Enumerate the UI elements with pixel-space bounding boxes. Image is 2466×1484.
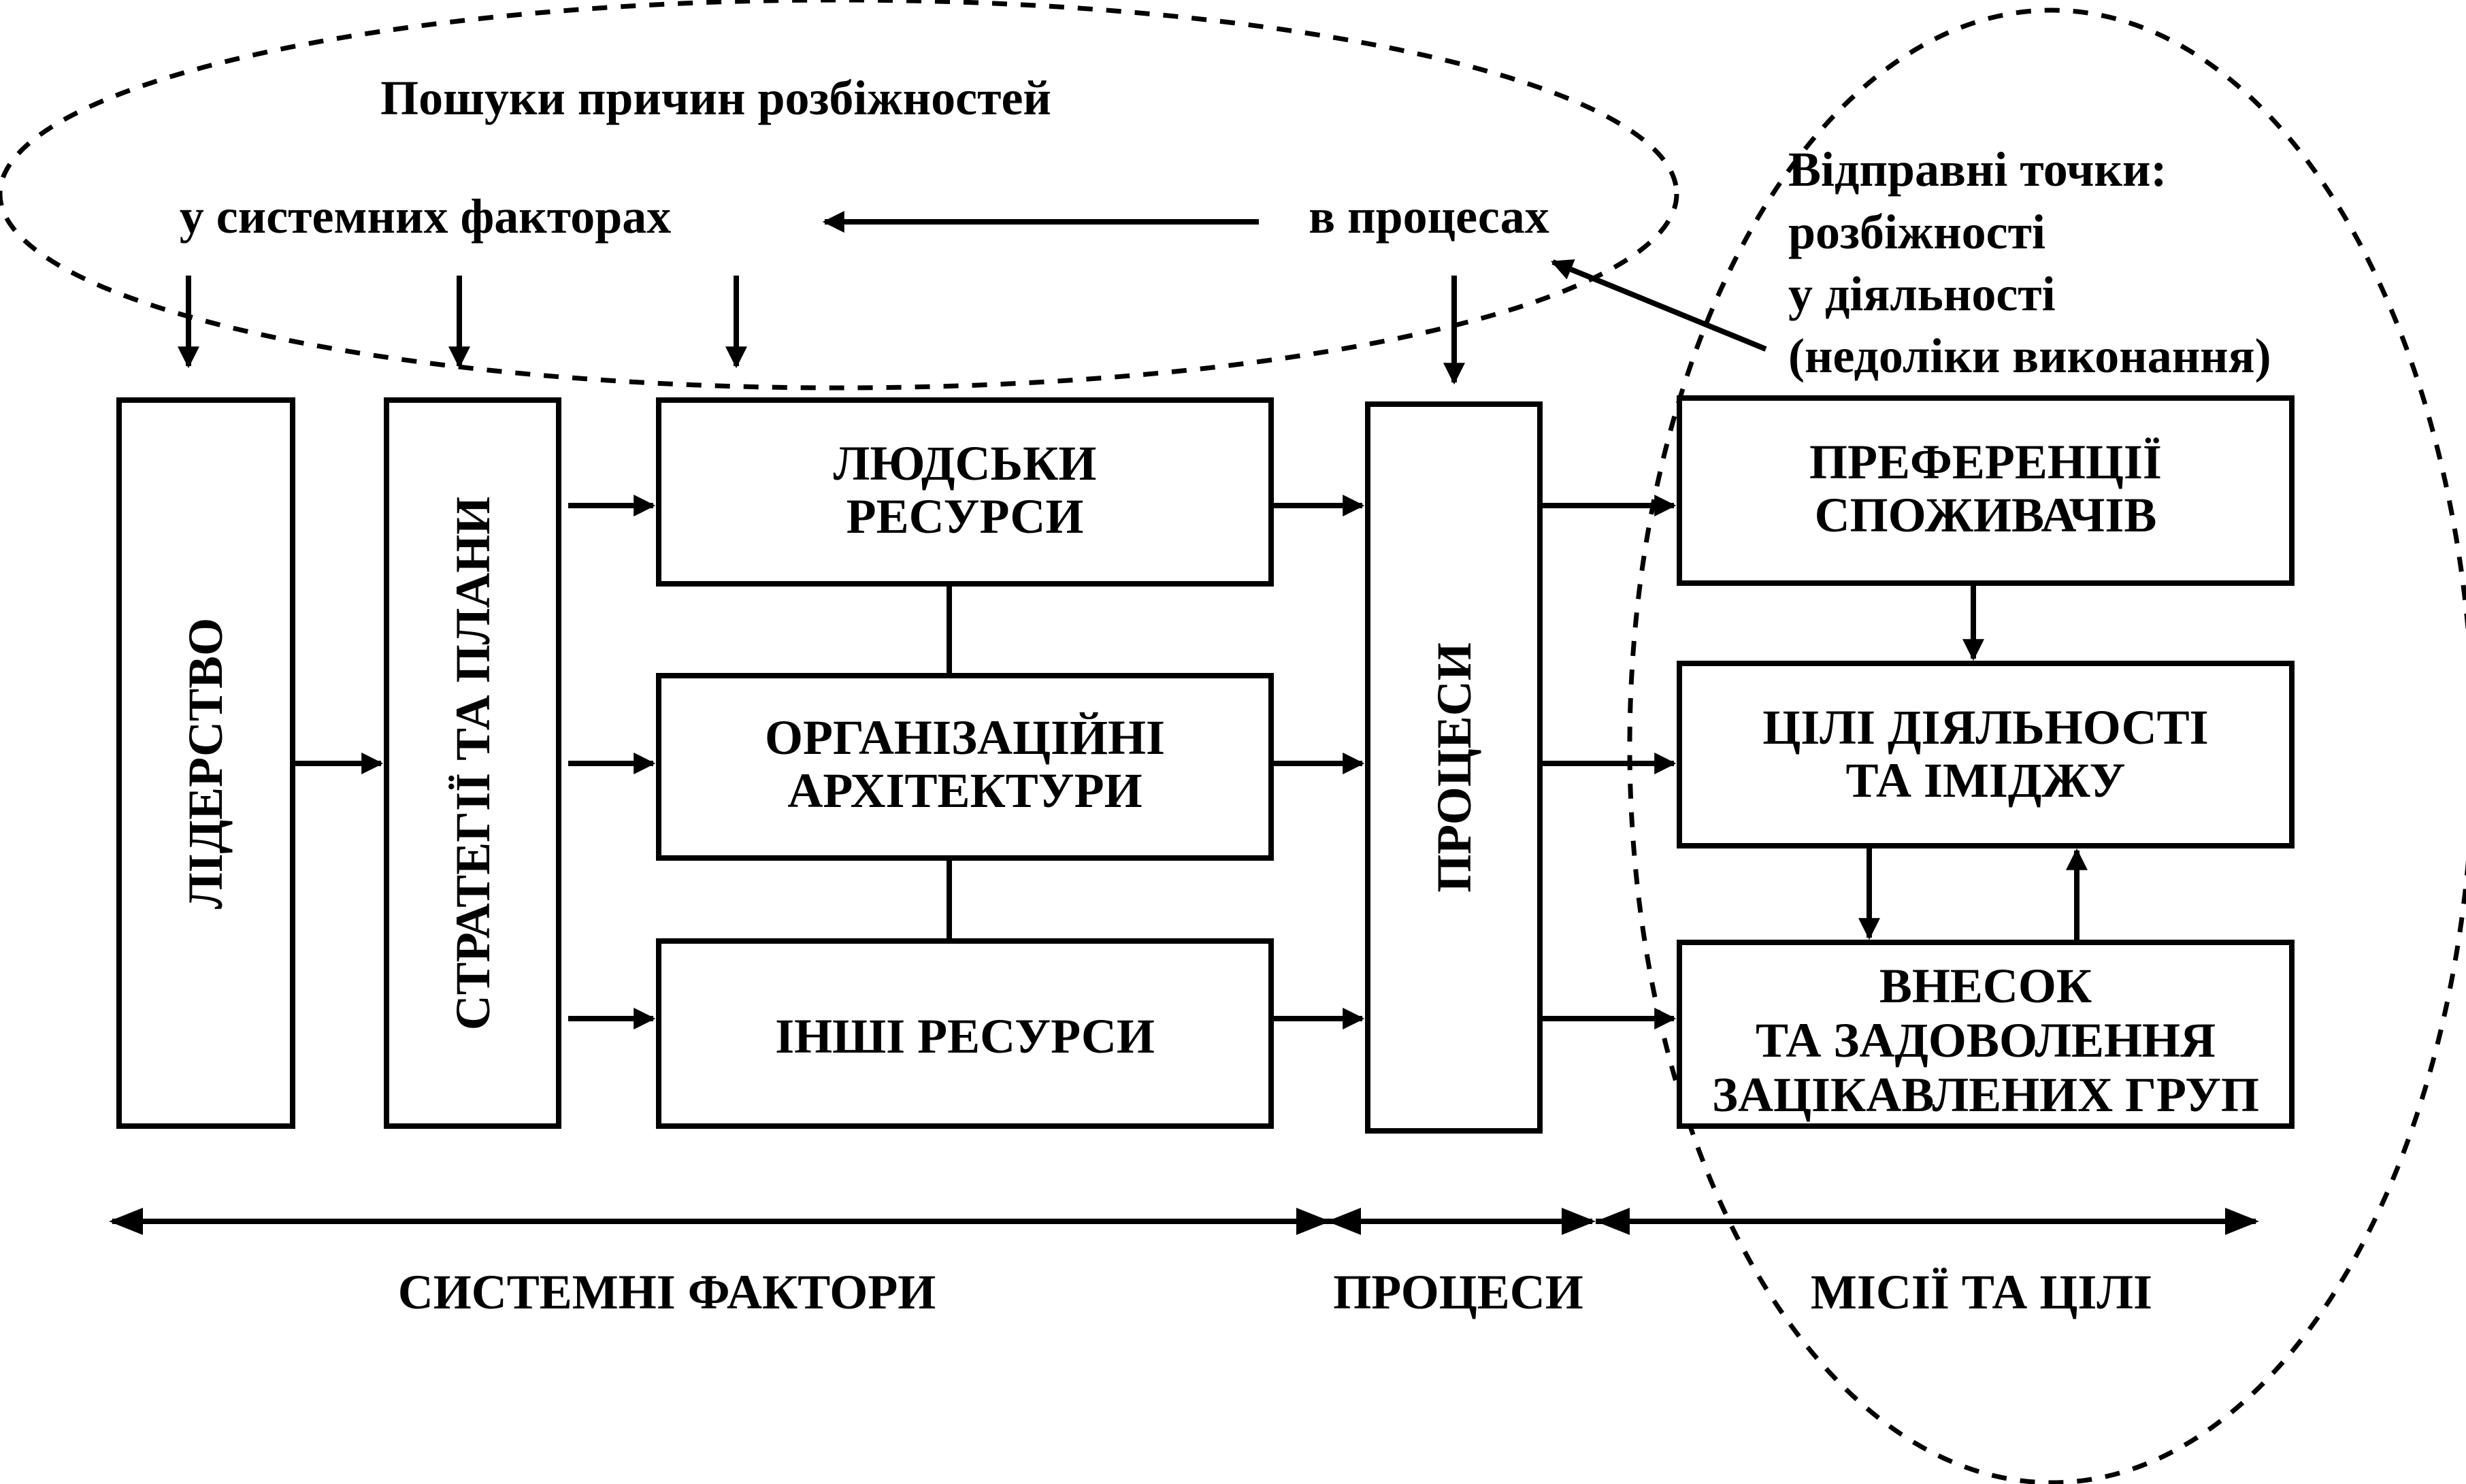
search-causes-ellipse	[0, 0, 1679, 391]
span-arrowhead	[1596, 1208, 1630, 1235]
starting-points-ellipse	[1627, 7, 2466, 1484]
systemic-factors-section-label: СИСТЕМНІ ФАКТОРИ	[398, 1265, 936, 1319]
goals-image-box	[1677, 661, 2295, 848]
search-title: Пошуки причин розбіжностей	[380, 71, 1051, 125]
org-architecture-label: АРХІТЕКТУРИ	[787, 763, 1142, 818]
org-architecture-label: ОРГАНІЗАЦІЙНІ	[765, 710, 1165, 765]
starting-points-line: у діяльності	[1788, 267, 2056, 321]
stakeholders-label: ВНЕСОК	[1879, 959, 2092, 1013]
processes-label: ПРОЦЕСИ	[1427, 642, 1481, 893]
org-architecture-box	[656, 673, 1274, 861]
span-arrowhead	[1562, 1208, 1596, 1235]
processes-box	[1365, 401, 1543, 1134]
customer-preferences-box	[1677, 395, 2295, 586]
systemic-factors-search-label: у системних факторах	[180, 189, 672, 244]
span-arrowhead	[1327, 1208, 1361, 1235]
missions-goals-section-label: МІСІЇ ТА ЦІЛІ	[1811, 1265, 2152, 1319]
processes-section-label: ПРОЦЕСИ	[1333, 1265, 1583, 1319]
stakeholders-label: ЗАЦІКАВЛЕНИХ ГРУП	[1712, 1068, 2259, 1122]
span-arrowhead	[1296, 1208, 1330, 1235]
human-resources-label: РЕСУРСИ	[846, 489, 1084, 544]
performance-gap-arrow	[1551, 259, 1767, 352]
customer-preferences-label: СПОЖИВАЧІВ	[1815, 488, 2157, 542]
human-resources-box	[656, 397, 1274, 587]
leadership-label: ЛІДЕРСТВО	[178, 618, 233, 909]
stakeholders-label: ТА ЗАДОВОЛЕННЯ	[1756, 1013, 2216, 1068]
customer-preferences-label: ПРЕФЕРЕНЦІЇ	[1809, 435, 2162, 489]
goals-image-label: ЦІЛІ ДІЯЛЬНОСТІ	[1762, 700, 2208, 755]
human-resources-label: ЛЮДСЬКИ	[834, 436, 1097, 491]
stakeholders-box	[1677, 940, 2295, 1129]
starting-points-line: Відправні точки:	[1788, 142, 2167, 197]
process-search-label: в процесах	[1309, 189, 1549, 244]
span-arrowhead	[2225, 1208, 2259, 1235]
leadership-box	[116, 397, 295, 1129]
strategies-box	[384, 397, 561, 1129]
other-resources-label: ІНШІ РЕСУРСИ	[775, 1009, 1155, 1063]
strategies-label: СТРАТЕГІЇ ТА ПЛАНИ	[446, 497, 500, 1030]
span-arrowhead	[109, 1208, 143, 1235]
goals-image-label: ТА ІМІДЖУ	[1846, 753, 2126, 808]
starting-points-line: розбіжності	[1788, 205, 2045, 259]
starting-points-line: (недоліки виконання)	[1788, 329, 2271, 383]
other-resources-box	[656, 938, 1274, 1129]
starting-points-text: Відправні точки: розбіжності у діяльност…	[1788, 142, 2271, 383]
